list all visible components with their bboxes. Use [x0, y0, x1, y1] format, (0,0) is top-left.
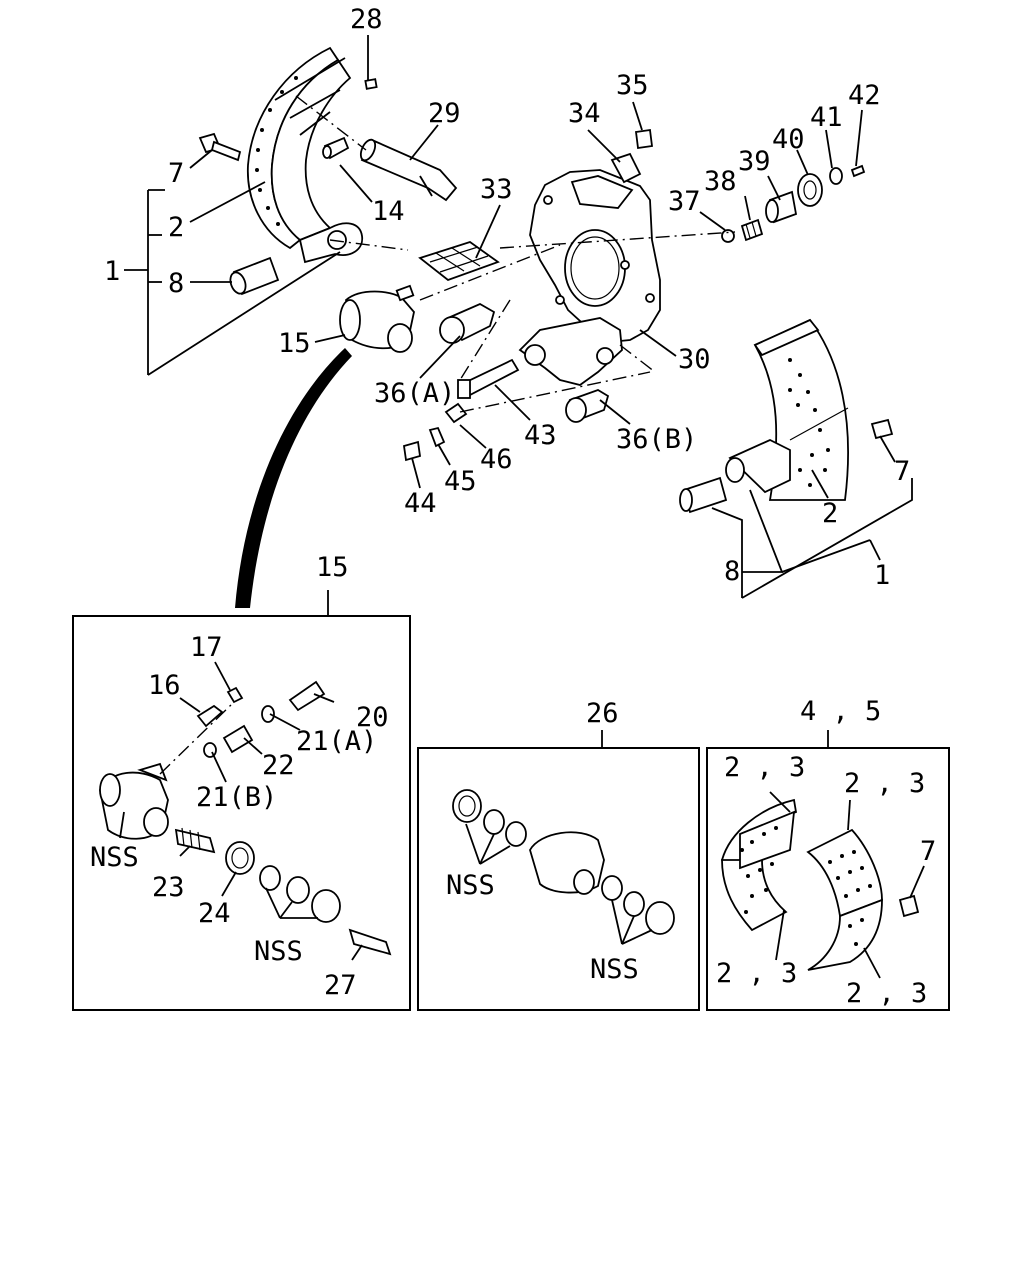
label-nss-2: NSS — [254, 936, 303, 967]
label-7: 7 — [168, 158, 184, 189]
label-2-3-b: 2 , 3 — [844, 768, 925, 799]
label-2-3-a: 2 , 3 — [724, 752, 805, 783]
brake-shoe-left — [246, 46, 363, 264]
label-16: 16 — [148, 670, 181, 701]
leaders-middle — [411, 101, 863, 489]
label-15-box: 15 — [316, 552, 349, 583]
small-parts-44-46 — [402, 402, 468, 462]
label-nss-1: NSS — [90, 842, 139, 873]
label-36b: 36(B) — [616, 424, 697, 455]
spring-34-bolt-35 — [610, 128, 654, 184]
label-8: 8 — [168, 268, 184, 299]
label-23: 23 — [152, 872, 185, 903]
wheel-cylinder-15 — [339, 284, 415, 353]
label-39: 39 — [738, 146, 771, 177]
bushing-8-upper — [229, 256, 280, 296]
label-26: 26 — [586, 698, 619, 729]
callout-labels: 28 29 7 2 14 1 8 15 33 34 35 37 38 39 40… — [90, 4, 936, 1009]
backing-plate-30 — [529, 169, 661, 343]
label-29: 29 — [428, 98, 461, 129]
brake-shoe-right — [679, 318, 894, 514]
leaders-upper-left — [124, 35, 439, 376]
label-33: 33 — [480, 174, 513, 205]
adjuster-36b — [565, 389, 610, 423]
label-2-3-c: 2 , 3 — [716, 958, 797, 989]
label-1-right: 1 — [874, 560, 890, 591]
label-45: 45 — [444, 466, 477, 497]
label-34: 34 — [568, 98, 601, 129]
label-8-right: 8 — [724, 556, 740, 587]
label-nss-4: NSS — [590, 954, 639, 985]
label-36a: 36(A) — [374, 378, 455, 409]
label-28: 28 — [350, 4, 383, 35]
label-38: 38 — [704, 166, 737, 197]
box-15 — [72, 590, 411, 1011]
label-14: 14 — [372, 196, 405, 227]
bolt-7-upper — [198, 132, 242, 162]
box-26 — [417, 730, 700, 1011]
callout-arrow — [235, 348, 352, 608]
label-4-5: 4 , 5 — [800, 696, 881, 727]
label-17: 17 — [190, 632, 223, 663]
box-4-5 — [706, 730, 950, 1011]
leaders-right-shoe — [711, 435, 913, 599]
label-22: 22 — [262, 750, 295, 781]
label-27: 27 — [324, 970, 357, 1001]
hub-parts-37-42 — [721, 164, 866, 243]
label-21b: 21(B) — [196, 782, 277, 813]
anchor-block — [518, 317, 623, 386]
label-37: 37 — [668, 186, 701, 217]
label-35: 35 — [616, 70, 649, 101]
label-2-3-d: 2 , 3 — [846, 978, 927, 1009]
adjuster-36a — [439, 302, 496, 344]
roller-14 — [322, 136, 350, 160]
label-46: 46 — [480, 444, 513, 475]
label-30: 30 — [678, 344, 711, 375]
label-7-right: 7 — [894, 456, 910, 487]
label-2-right: 2 — [822, 498, 838, 529]
label-2: 2 — [168, 212, 184, 243]
label-21a: 21(A) — [296, 726, 377, 757]
pin-43 — [457, 358, 520, 399]
pin-28 — [364, 78, 378, 90]
label-nss-3: NSS — [446, 870, 495, 901]
label-42: 42 — [848, 80, 881, 111]
label-43: 43 — [524, 420, 557, 451]
label-24: 24 — [198, 898, 231, 929]
label-7-box: 7 — [920, 836, 936, 867]
label-20: 20 — [356, 702, 389, 733]
label-1: 1 — [104, 256, 120, 287]
label-15: 15 — [278, 328, 311, 359]
label-41: 41 — [810, 102, 843, 133]
label-40: 40 — [772, 124, 805, 155]
label-44: 44 — [404, 488, 437, 519]
pin-29 — [359, 138, 458, 202]
